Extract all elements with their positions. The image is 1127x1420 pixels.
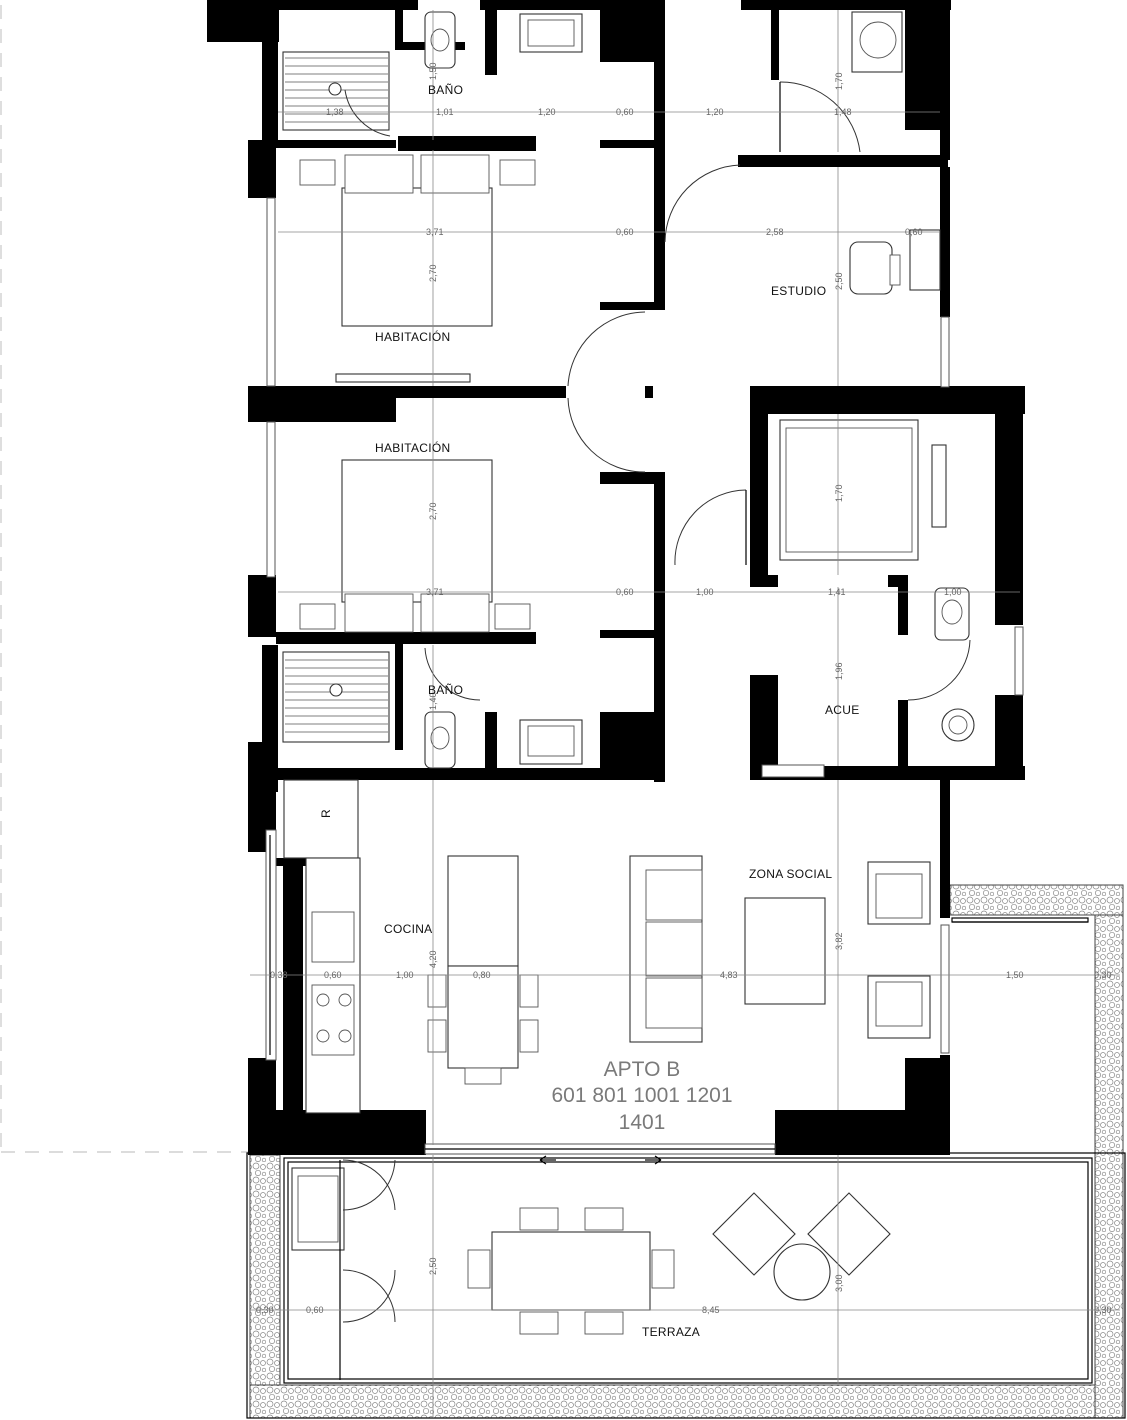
sliding-arrows [539,1155,662,1165]
dim-label: 1,20 [538,107,556,117]
room-labels: BAÑO HABITACIÓN ESTUDIO HABITACIÓN BAÑO … [319,83,860,1339]
dim-label: 2,58 [766,227,784,237]
dim-label: 1,40 [428,692,438,710]
dim-label: 0,60 [306,1305,324,1315]
dim-label: 1,20 [706,107,724,117]
dim-label: 1,41 [828,587,846,597]
dim-label: 0,60 [616,227,634,237]
room-label-cocina: COCINA [384,922,432,936]
room-label-acue: ACUE [825,703,860,717]
apartment-units-2: 1401 [619,1111,666,1134]
dim-label: 4,83 [720,970,738,980]
dim-label: 1,50 [428,62,438,80]
dim-label: 1,00 [944,587,962,597]
apartment-title: APTO B 601 801 1001 1201 1401 [551,1058,732,1134]
dim-label: 2,70 [428,264,438,282]
room-label-zona-social: ZONA SOCIAL [749,867,832,881]
dim-label: 3,71 [426,227,444,237]
dim-label: 0,60 [616,587,634,597]
dim-label: 8,45 [702,1305,720,1315]
dim-label: 0,30 [1094,1305,1112,1315]
dimension-labels: 1,38 1,01 1,20 0,60 1,20 1,48 1,50 1,70 … [256,62,1112,1315]
dim-label: 1,38 [326,107,344,117]
dim-label: 4,20 [428,950,438,968]
dim-label: 0,80 [473,970,491,980]
dim-label: 0,30 [1094,970,1112,980]
apartment-units: 601 801 1001 1201 [551,1084,732,1107]
room-label-estudio: ESTUDIO [771,284,826,298]
dimension-lines [250,10,1120,1418]
dim-label: 3,82 [834,932,844,950]
dim-label: 1,00 [396,970,414,980]
dim-label: 0,30 [256,1305,274,1315]
room-label-terraza: TERRAZA [642,1325,700,1339]
terrace-planter [246,884,1126,1419]
dim-label: 2,50 [428,1257,438,1275]
dim-label: 1,48 [834,107,852,117]
windows [265,197,1024,1155]
property-boundary [0,5,248,1153]
dim-label: 0,60 [616,107,634,117]
dim-label: 1,96 [834,662,844,680]
furniture [282,11,975,1335]
apartment-name: APTO B [604,1058,681,1081]
doors [339,81,971,1380]
fridge-label: R [319,809,333,818]
dim-label: 1,70 [834,72,844,90]
dim-label: 1,70 [834,484,844,502]
room-label-habitacion-2: HABITACIÓN [375,440,450,455]
dim-label: 1,50 [1006,970,1024,980]
room-label-bano-bottom: BAÑO [428,683,463,697]
room-label-habitacion-1: HABITACIÓN [375,329,450,344]
dim-label: 0,60 [324,970,342,980]
room-label-bano-top: BAÑO [428,83,463,97]
dim-label: 3,71 [426,587,444,597]
dim-label: 0,60 [905,227,923,237]
dim-label: 1,01 [436,107,454,117]
dim-label: 1,00 [696,587,714,597]
dim-label: 2,70 [428,502,438,520]
dim-label: 3,00 [834,1274,844,1292]
dim-label: 0,38 [270,970,288,980]
walls [207,0,1025,1155]
dim-label: 2,50 [834,272,844,290]
